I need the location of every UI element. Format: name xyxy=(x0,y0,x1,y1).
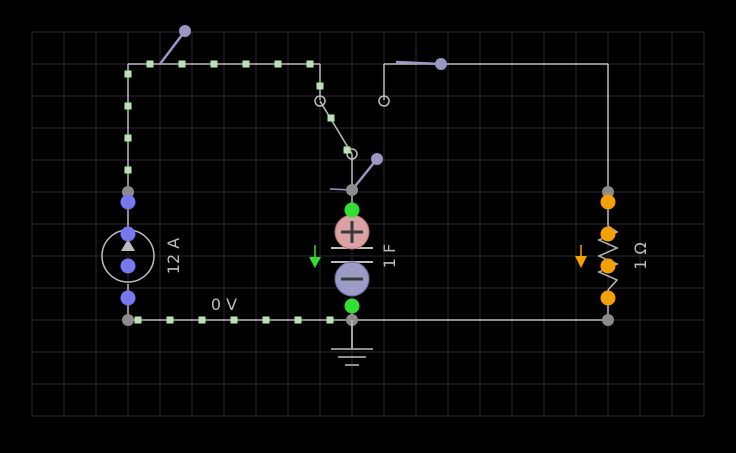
terminal-node[interactable] xyxy=(120,290,136,306)
current-arrow-icon xyxy=(121,239,135,251)
grid xyxy=(31,31,705,417)
switch-knob[interactable] xyxy=(179,25,191,37)
voltage-label: 0 V xyxy=(211,295,237,314)
current-source-label: 12 A xyxy=(164,238,183,274)
terminal-node[interactable] xyxy=(122,186,134,198)
resistor-label: 1 Ω xyxy=(631,242,650,270)
current-dot xyxy=(124,102,132,110)
terminal-node[interactable] xyxy=(600,226,616,242)
switch-top-left[interactable] xyxy=(159,25,191,65)
current-dot xyxy=(230,316,238,324)
current-dot xyxy=(198,316,206,324)
terminal-node[interactable] xyxy=(120,258,136,274)
current-dot xyxy=(327,114,335,122)
current-dot xyxy=(134,316,142,324)
current-dot xyxy=(146,60,154,68)
terminal-node[interactable] xyxy=(344,202,360,218)
current-dot xyxy=(343,146,351,154)
switch-knob[interactable] xyxy=(371,153,383,165)
current-dot xyxy=(294,316,302,324)
current-dot xyxy=(166,316,174,324)
terminal-node[interactable] xyxy=(344,298,360,314)
current-dot xyxy=(316,82,324,90)
current-dot xyxy=(124,134,132,142)
terminal-node[interactable] xyxy=(122,314,134,326)
terminal-node[interactable] xyxy=(600,194,616,210)
current-dot xyxy=(274,60,282,68)
terminal-node[interactable] xyxy=(602,186,614,198)
current-dot xyxy=(124,70,132,78)
terminal-node[interactable] xyxy=(120,194,136,210)
capacitor-label: 1 F xyxy=(380,244,399,268)
current-dot xyxy=(210,60,218,68)
terminal-node[interactable] xyxy=(120,226,136,242)
current-source[interactable]: 12 A xyxy=(101,186,183,326)
switch-knob[interactable] xyxy=(435,58,447,70)
switch-contact[interactable] xyxy=(378,95,390,107)
switch-contact[interactable] xyxy=(346,148,358,160)
terminal-node[interactable] xyxy=(346,184,358,196)
capacitor[interactable]: 1 F xyxy=(309,184,399,326)
terminal-node[interactable] xyxy=(600,290,616,306)
current-dot xyxy=(306,60,314,68)
current-dot xyxy=(124,166,132,174)
current-dot xyxy=(326,316,334,324)
current-direction-arrowhead-icon xyxy=(575,256,587,268)
current-dot xyxy=(242,60,250,68)
terminal-node[interactable] xyxy=(600,258,616,274)
terminal-node[interactable] xyxy=(602,314,614,326)
switch-top-right[interactable] xyxy=(395,58,447,70)
current-dot xyxy=(178,60,186,68)
current-direction-arrowhead-icon xyxy=(309,257,321,268)
resistor[interactable]: 1 Ω xyxy=(575,186,650,326)
switch-contact[interactable] xyxy=(314,95,326,107)
wires xyxy=(127,63,609,348)
current-dot xyxy=(262,316,270,324)
ground-icon[interactable] xyxy=(331,320,373,366)
current-flow-dots xyxy=(124,60,351,324)
